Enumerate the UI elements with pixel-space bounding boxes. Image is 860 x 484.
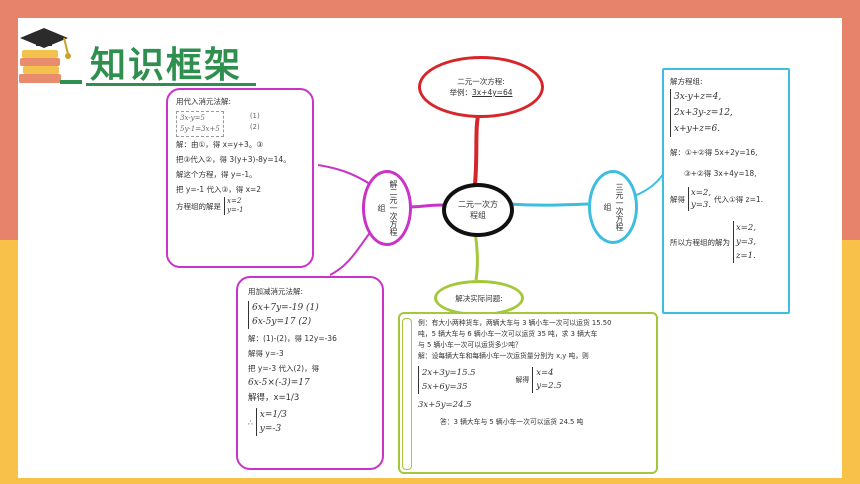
add-eq1: 6x+7y=-19 (1) xyxy=(252,303,319,313)
top-node-example-label: 举例： xyxy=(449,88,472,97)
add-step4: 6x-5×(-3)=17 xyxy=(248,378,310,388)
center-node: 二元一次方程组 xyxy=(442,183,514,237)
three-eq2: 2x+3y-z=12, xyxy=(674,108,733,118)
three-eq3: x+y+z=6. xyxy=(674,124,721,134)
word-line2: 吨，5 辆大车与 6 辆小车一次可以运货 35 吨，求 3 辆大车 xyxy=(418,330,598,338)
sub-step4: 把 y=-1 代入③，得 x=2 xyxy=(176,185,262,194)
bottom-band xyxy=(0,478,860,484)
three-step2: ③+②得 3x+4y=18, xyxy=(684,169,757,178)
sub-eq-a: 3x-y=5 xyxy=(180,114,205,122)
sub-eq-c: 5y-1=3x+5 xyxy=(180,125,220,133)
left-node-label: 解二元一次方程组 xyxy=(377,180,398,236)
sub-sol-y: y=-1 xyxy=(227,206,244,214)
sub-solution-label: 方程组的解是 xyxy=(176,201,221,211)
add-step1: 解：(1)-(2)，得 12y=-36 xyxy=(248,334,337,343)
word-line4: 解：设每辆大车和每辆小车一次运货量分别为 x,y 吨，则 xyxy=(418,352,589,360)
add-sol-x: x=1/3 xyxy=(259,410,287,420)
title-underline xyxy=(86,83,256,86)
sub-sol-x: x=2 xyxy=(227,197,242,205)
sub-eq-d: (2) xyxy=(249,123,260,131)
three-heading: 解方程组: xyxy=(670,77,703,86)
books-graduation-icon xyxy=(19,28,82,84)
three-eq1: 3x-y+z=4, xyxy=(674,92,722,102)
sub-step1: 解：由①，得 x=y+3。③ xyxy=(176,140,264,149)
three-step1: 解：①+②得 5x+2y=16, xyxy=(670,148,758,157)
top-node-example-value: 3x+4y=64 xyxy=(471,88,513,97)
word-answer: 答：3 辆大车与 5 辆小车一次可以运货 24.5 吨 xyxy=(440,418,584,426)
word-eq2: 5x+6y=35 xyxy=(422,382,468,392)
three-sol-z: z=1. xyxy=(736,251,756,261)
page-title: 知识框架 xyxy=(90,45,243,86)
word-eq3: 3x+5y=24.5 xyxy=(418,400,472,410)
add-step3: 把 y=-3 代入(2)，得 xyxy=(248,364,320,373)
left-band xyxy=(0,0,18,484)
three-solve-label: 解得 xyxy=(670,194,685,204)
solve-system-node: 解二元一次方程组 xyxy=(362,170,412,246)
add-therefore: ∴ xyxy=(248,417,253,427)
word-line3: 与 5 辆小车一次可以运货多少吨？ xyxy=(418,341,522,349)
word-sol-x: x=4 xyxy=(536,368,554,378)
center-node-label: 二元一次方程组 xyxy=(458,200,498,220)
bottom-node-label: 解决实际问题: xyxy=(455,293,503,303)
word-line1: 例：有大小两种货车，两辆大车与 3 辆小车一次可以运货 15.50 xyxy=(418,319,612,327)
elimination-method-box: 用加减消元法解: 6x+7y=-19 (1) 6x-5y=17 (2) 解：(1… xyxy=(236,276,384,470)
word-problem-node: 解决实际问题: xyxy=(434,280,524,316)
add-heading: 用加减消元法解: xyxy=(248,287,304,296)
linear-equation-node: 二元一次方程: 举例：3x+4y=64 xyxy=(418,56,544,118)
scroll-roll xyxy=(402,318,412,470)
add-step5: 解得，x=1/3 xyxy=(248,393,300,403)
sub-heading: 用代入消元法解: xyxy=(176,97,232,106)
sub-eq-b: (1) xyxy=(249,112,260,120)
top-band xyxy=(0,0,860,18)
sub-step2: 把③代入②，得 3(y+3)-8y=14。 xyxy=(176,155,291,164)
three-variable-box: 解方程组: 3x-y+z=4, 2x+3y-z=12, x+y+z=6. 解：①… xyxy=(662,68,790,314)
right-band xyxy=(842,0,860,484)
three-variable-node: 三元一次方程组 xyxy=(588,170,638,244)
add-eq2: 6x-5y=17 (2) xyxy=(252,317,312,327)
three-partial-x: x=2, xyxy=(691,188,712,198)
three-solution-label: 所以方程组的解为 xyxy=(670,237,730,247)
substitution-method-box: 用代入消元法解: 3x-y=5 5y-1=3x+5 (1) (2) 解：由①，得… xyxy=(166,88,314,268)
word-sol-y: y=2.5 xyxy=(536,381,562,391)
three-sol-x: x=2, xyxy=(736,223,757,233)
three-partial-y: y=3. xyxy=(691,200,712,210)
add-step2: 解得 y=-3 xyxy=(248,349,284,358)
add-sol-y: y=-3 xyxy=(259,424,282,434)
three-substitute: 代入①得 z=1. xyxy=(714,194,764,204)
word-eq1: 2x+3y=15.5 xyxy=(422,368,476,378)
word-solve-label: 解得 xyxy=(515,375,530,384)
three-sol-y: y=3, xyxy=(736,237,757,247)
sub-step3: 解这个方程，得 y=-1。 xyxy=(176,170,257,179)
word-problem-scroll: 例：有大小两种货车，两辆大车与 3 辆小车一次可以运货 15.50 吨，5 辆大… xyxy=(398,312,658,474)
top-node-line1: 二元一次方程: xyxy=(457,77,505,86)
right-node-label: 三元一次方程组 xyxy=(603,183,624,231)
